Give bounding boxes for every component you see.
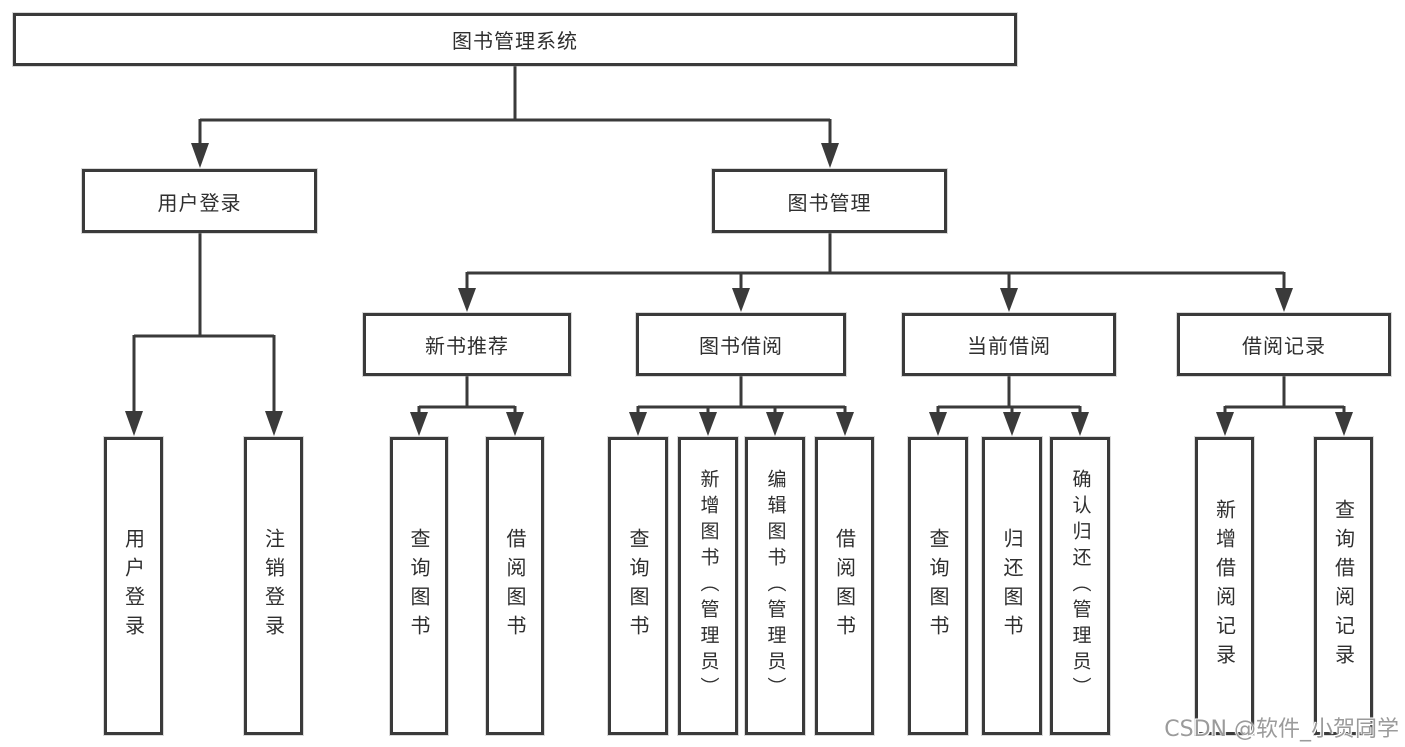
node-book-management: 图书管理	[712, 169, 947, 233]
leaf-label: 查询图书	[926, 528, 950, 644]
leaf-label: 确认归还（管理员）	[1069, 469, 1092, 703]
leaf-return-books: 归还图书	[982, 437, 1042, 735]
node-label: 新书推荐	[425, 334, 509, 358]
node-label: 图书管理	[787, 190, 872, 215]
leaf-label: 编辑图书（管理员）	[764, 469, 787, 703]
node-borrow-records: 借阅记录	[1177, 313, 1391, 376]
leaf-borrow-books: 借阅图书	[815, 437, 874, 735]
leaf-query-books: 查询图书	[908, 437, 968, 735]
node-label: 借阅记录	[1242, 334, 1326, 358]
node-new-book-recommend: 新书推荐	[363, 313, 571, 376]
leaf-query-books: 查询图书	[608, 437, 668, 735]
leaf-label: 查询借阅记录	[1331, 499, 1356, 673]
leaf-query-borrow-record: 查询借阅记录	[1314, 437, 1373, 735]
leaf-label: 归还图书	[1000, 528, 1024, 644]
csdn-watermark: CSDN @软件_小贺同学	[1164, 717, 1399, 742]
leaf-label: 查询图书	[407, 528, 431, 644]
node-current-borrow: 当前借阅	[902, 313, 1116, 376]
leaf-add-books-admin: 新增图书（管理员）	[678, 437, 738, 735]
leaf-label: 用户登录	[121, 528, 146, 644]
leaf-label: 借阅图书	[832, 528, 857, 644]
arrowheads	[125, 143, 1353, 436]
node-label: 图书管理系统	[452, 29, 578, 53]
node-root-library-system: 图书管理系统	[13, 13, 1017, 66]
node-user-login: 用户登录	[82, 169, 317, 233]
leaf-add-borrow-record: 新增借阅记录	[1195, 437, 1254, 735]
node-book-borrow: 图书借阅	[636, 313, 846, 376]
leaf-label: 借阅图书	[503, 528, 527, 644]
leaf-label: 新增图书（管理员）	[697, 469, 720, 703]
node-label: 图书借阅	[699, 334, 783, 358]
node-label: 当前借阅	[967, 334, 1051, 358]
leaf-borrow-books: 借阅图书	[486, 437, 544, 735]
leaf-confirm-return-admin: 确认归还（管理员）	[1050, 437, 1110, 735]
node-label: 用户登录	[157, 190, 242, 215]
leaf-label: 查询图书	[626, 528, 650, 644]
leaf-query-books: 查询图书	[390, 437, 448, 735]
leaf-label: 新增借阅记录	[1212, 499, 1237, 673]
leaf-logout: 注销登录	[244, 437, 303, 735]
leaf-edit-books-admin: 编辑图书（管理员）	[745, 437, 805, 735]
leaf-label: 注销登录	[261, 528, 286, 644]
leaf-user-login: 用户登录	[104, 437, 163, 735]
